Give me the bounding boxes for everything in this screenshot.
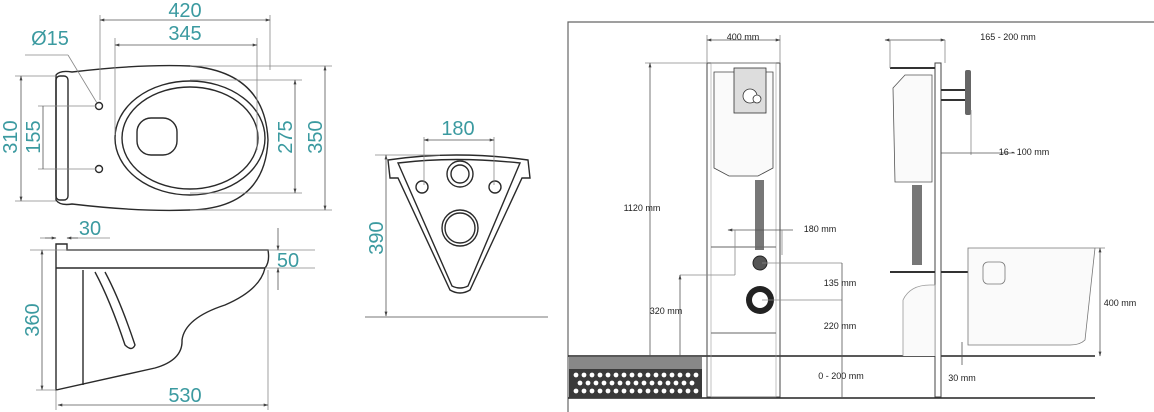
dim-16-100mm: 16 - 100 mm xyxy=(999,147,1050,157)
dim-0-200mm: 0 - 200 mm xyxy=(818,371,864,381)
bowl-side-view: 30 50 360 530 xyxy=(22,218,315,410)
dim-530: 530 xyxy=(168,385,201,407)
dim-345: 345 xyxy=(168,23,201,45)
dim-420: 420 xyxy=(168,0,201,22)
dim-400mm-bowl: 400 mm xyxy=(1104,298,1137,308)
frame-front-view xyxy=(706,62,781,398)
dim-30: 30 xyxy=(79,218,101,240)
dim-275: 275 xyxy=(275,120,297,153)
dim-310: 310 xyxy=(0,120,22,153)
dim-165-200mm: 165 - 200 mm xyxy=(980,32,1036,42)
dim-400mm: 400 mm xyxy=(727,32,760,42)
bowl-rear-view: 180 390 xyxy=(365,118,548,318)
dim-155: 155 xyxy=(23,120,45,153)
dim-180mm: 180 mm xyxy=(804,224,837,234)
dim-390: 390 xyxy=(366,221,388,254)
installation-frame-panel: 400 mm 1120 mm 180 mm 135 mm 220 mm 0 - … xyxy=(567,21,1154,412)
dim-30mm: 30 mm xyxy=(948,373,976,383)
dim-360: 360 xyxy=(22,303,44,336)
dim-hole-diameter: Ø15 xyxy=(31,28,69,50)
dim-50: 50 xyxy=(277,250,299,272)
dim-1120mm: 1120 mm xyxy=(624,203,661,213)
dim-350: 350 xyxy=(305,120,327,153)
frame-side-view xyxy=(890,62,1096,398)
dim-220mm: 220 mm xyxy=(824,321,857,331)
bowl-top-view: 420 345 Ø15 310 155 275 350 xyxy=(0,0,332,212)
dim-320mm: 320 mm xyxy=(650,306,683,316)
dim-135mm: 135 mm xyxy=(824,278,857,288)
dim-180: 180 xyxy=(441,118,474,140)
